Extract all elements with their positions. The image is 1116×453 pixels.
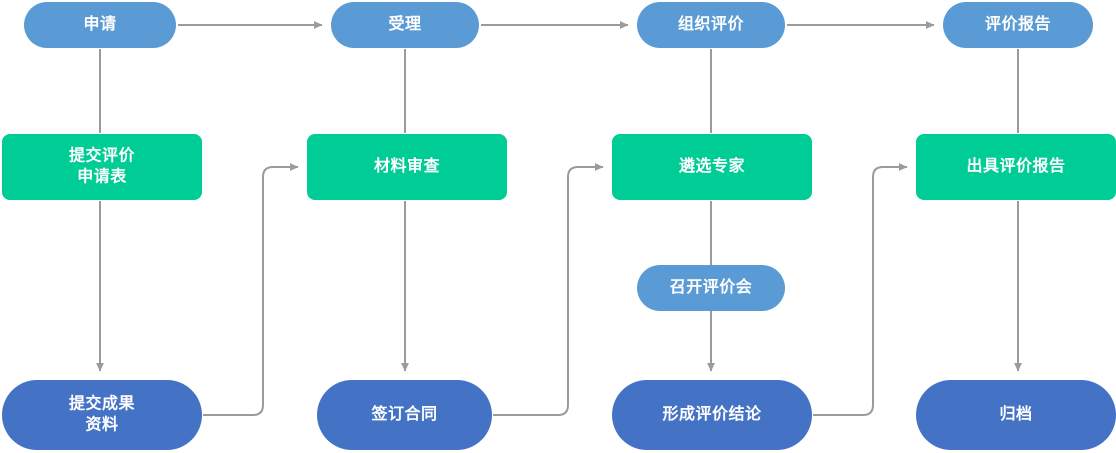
- node-label-issue-report: 出具评价报告: [966, 156, 1065, 175]
- node-eval-report[interactable]: 评价报告: [943, 2, 1093, 48]
- node-select-experts[interactable]: 遴选专家: [612, 134, 812, 200]
- node-label-submit-results: 资料: [85, 415, 118, 434]
- connector-results-to-material: [203, 163, 299, 416]
- node-apply[interactable]: 申请: [24, 2, 176, 48]
- connector-contract-to-experts: [493, 163, 604, 416]
- node-issue-report[interactable]: 出具评价报告: [916, 134, 1116, 200]
- connector-layer: [96, 21, 1022, 416]
- node-shape-eval-report: [943, 2, 1093, 48]
- node-label-submit-form: 提交评价: [69, 146, 136, 165]
- node-organize-eval[interactable]: 组织评价: [637, 2, 785, 48]
- node-label-material-review: 材料审查: [374, 156, 440, 175]
- connector-conclusion-to-issue: [813, 163, 908, 416]
- node-accept[interactable]: 受理: [331, 2, 479, 48]
- node-sign-contract[interactable]: 签订合同: [317, 380, 492, 450]
- node-shape-organize-eval: [637, 2, 785, 48]
- node-label-archive: 归档: [999, 404, 1032, 423]
- node-label-submit-results: 提交成果: [69, 394, 135, 413]
- node-shape-apply: [24, 2, 176, 48]
- node-label-eval-report: 评价报告: [985, 14, 1051, 33]
- node-shape-select-experts: [612, 134, 812, 200]
- node-hold-meeting[interactable]: 召开评价会: [637, 265, 785, 311]
- node-label-sign-contract: 签订合同: [370, 404, 437, 423]
- node-archive[interactable]: 归档: [916, 380, 1116, 450]
- node-shape-sign-contract: [317, 380, 492, 450]
- node-shape-submit-form: [2, 134, 202, 200]
- node-label-hold-meeting: 召开评价会: [670, 277, 753, 296]
- node-label-form-conclusion: 形成评价结论: [662, 404, 762, 423]
- node-shape-accept: [331, 2, 479, 48]
- node-material-review[interactable]: 材料审查: [307, 134, 507, 200]
- node-label-select-experts: 遴选专家: [679, 156, 746, 175]
- node-label-organize-eval: 组织评价: [678, 14, 745, 33]
- node-shape-material-review: [307, 134, 507, 200]
- node-shape-hold-meeting: [637, 265, 785, 311]
- node-form-conclusion[interactable]: 形成评价结论: [612, 380, 812, 450]
- node-label-apply: 申请: [83, 14, 116, 33]
- node-shape-form-conclusion: [612, 380, 812, 450]
- node-shape-submit-results: [2, 380, 202, 450]
- node-label-accept: 受理: [388, 14, 421, 33]
- node-shape-archive: [916, 380, 1116, 450]
- node-shape-issue-report: [916, 134, 1116, 200]
- node-label-submit-form: 申请表: [77, 167, 127, 186]
